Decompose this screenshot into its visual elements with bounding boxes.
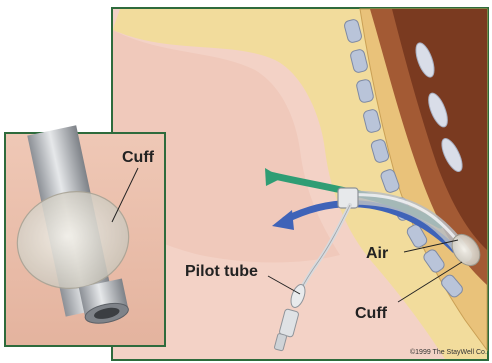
main-panel: Air Cuff Pilot tube ©1999 The StayWell C…: [112, 8, 488, 360]
copyright-credit: ©1999 The StayWell Co.: [410, 348, 487, 356]
pilot-tube-label: Pilot tube: [185, 263, 258, 280]
inset-panel: Cuff: [5, 125, 165, 346]
inset-cuff-label: Cuff: [122, 149, 155, 166]
cuff-main-label: Cuff: [355, 305, 388, 322]
air-label: Air: [366, 245, 388, 262]
